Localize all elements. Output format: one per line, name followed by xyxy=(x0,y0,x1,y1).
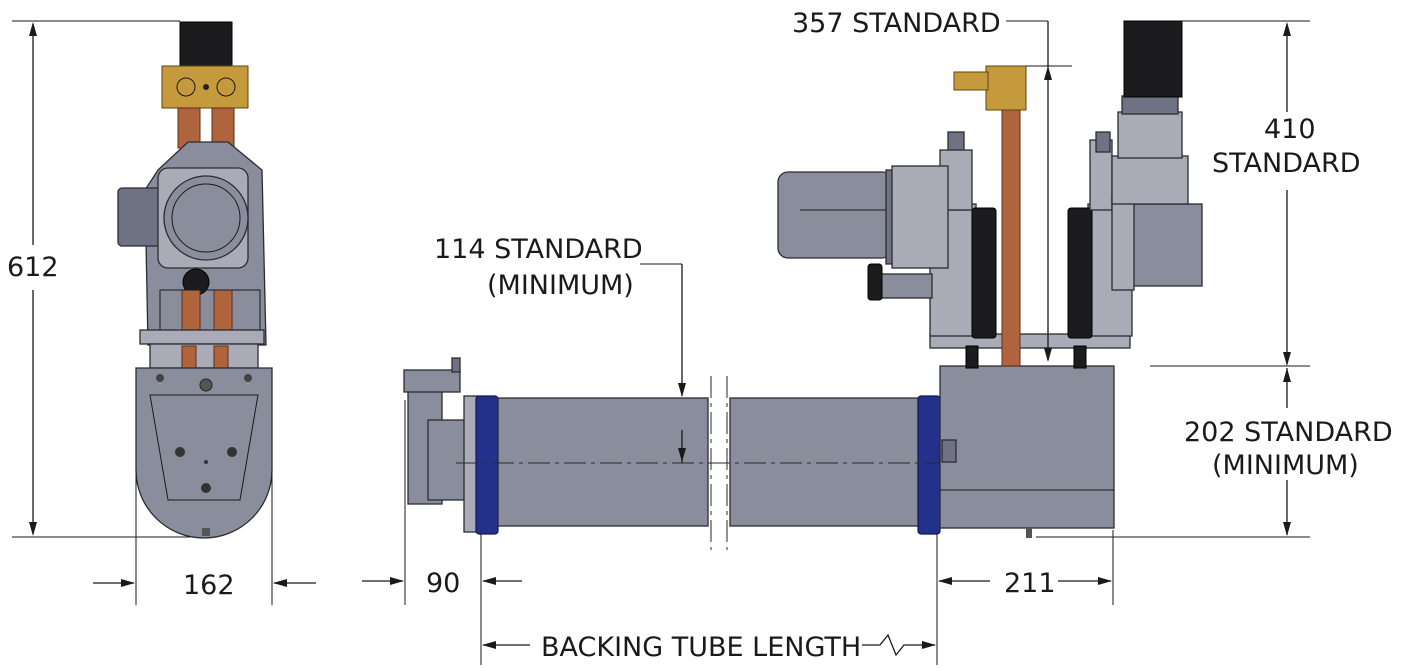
dim-202-label-line1: 202 STANDARD xyxy=(1184,417,1393,448)
tube-segment-right xyxy=(729,397,921,527)
base-block xyxy=(939,365,1115,529)
right-gearbox xyxy=(1129,203,1203,287)
front-motor-cap xyxy=(179,21,233,69)
dim-357: 357 STANDARD xyxy=(792,8,1072,362)
dim-114-label-line2: (MINIMUM) xyxy=(487,270,634,301)
dim-612: 612 xyxy=(7,20,190,538)
side-view xyxy=(403,20,1203,550)
dim-90-label: 90 xyxy=(426,568,460,599)
dim-114: 114 STANDARD (MINIMUM) xyxy=(434,234,686,463)
side-brass-fitting xyxy=(985,65,1027,111)
tube-segment-left xyxy=(497,397,709,527)
front-view xyxy=(117,21,273,539)
side-copper-tube xyxy=(1001,103,1021,367)
right-motor-cap xyxy=(1123,20,1183,98)
dim-211-label: 211 xyxy=(1004,568,1056,599)
front-motor-face xyxy=(163,175,249,261)
dim-backing-tube: BACKING TUBE LENGTH xyxy=(482,632,936,663)
dim-162-label: 162 xyxy=(183,570,235,601)
front-junction-box xyxy=(117,187,163,247)
dim-114-label-line1: 114 STANDARD xyxy=(434,234,643,265)
dim-211: 211 xyxy=(936,530,1114,665)
front-lower-head xyxy=(135,367,273,539)
left-flange xyxy=(475,395,499,535)
dim-410-label-line1: 410 xyxy=(1264,114,1316,145)
left-motor xyxy=(777,171,893,259)
right-flange xyxy=(917,395,941,535)
dim-202-label-line2: (MINIMUM) xyxy=(1212,450,1359,481)
dim-410-label-line2: STANDARD xyxy=(1212,148,1361,179)
dim-162: 162 xyxy=(93,470,316,605)
dim-90: 90 xyxy=(362,400,522,665)
dim-202: 202 STANDARD (MINIMUM) xyxy=(1036,368,1393,538)
dim-410: 410 STANDARD xyxy=(1150,20,1361,367)
dim-612-label: 612 xyxy=(7,252,59,283)
dim-357-label: 357 STANDARD xyxy=(792,8,1001,39)
dim-backing-tube-label: BACKING TUBE LENGTH xyxy=(541,632,861,663)
